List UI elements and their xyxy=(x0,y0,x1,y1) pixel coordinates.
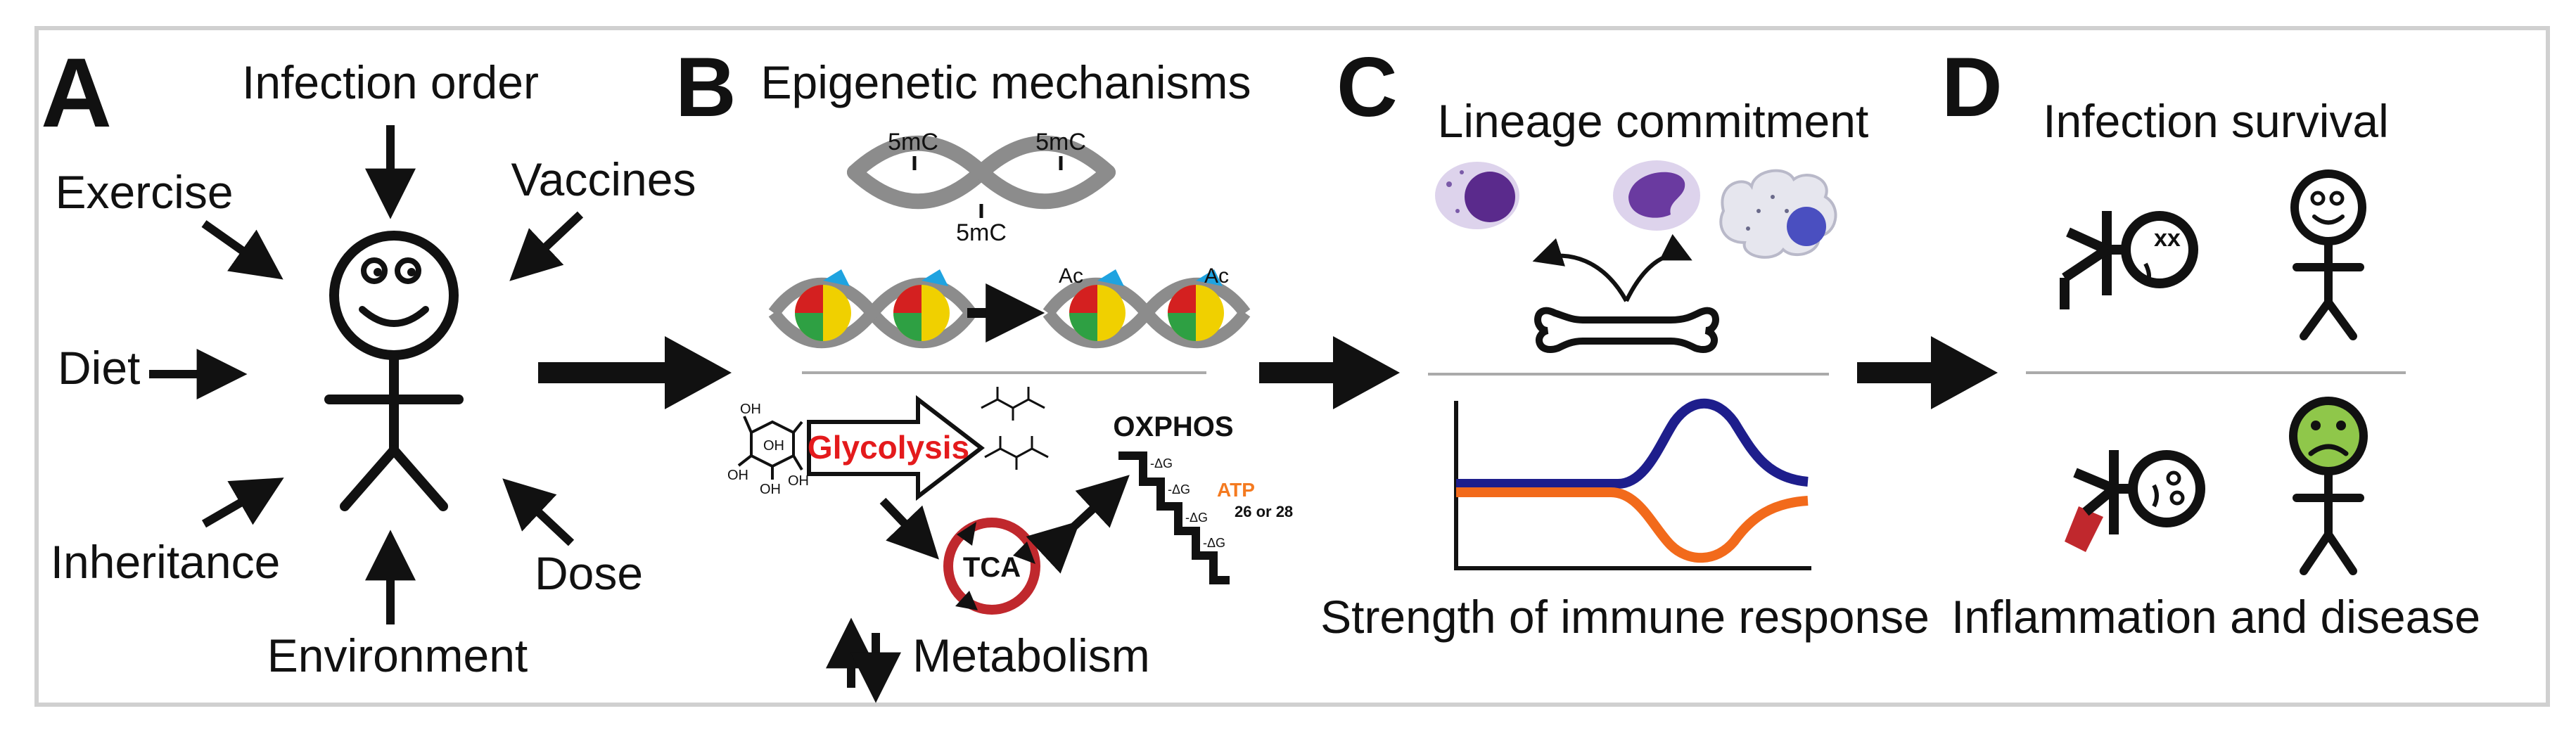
panel-d: D Infection survival xx xyxy=(1941,40,2480,643)
nucleosomes-before xyxy=(768,269,976,349)
methyl-label-1: 5mC xyxy=(888,129,938,155)
panel-b-title: Epigenetic mechanisms xyxy=(761,56,1251,108)
wounded-figure xyxy=(2065,450,2205,552)
person-figure xyxy=(324,231,464,511)
person-eye-right xyxy=(395,257,421,284)
metabolism-label: Metabolism xyxy=(912,629,1149,681)
pyruvate-molecule xyxy=(981,387,1049,470)
label-diet: Diet xyxy=(58,342,140,394)
delta-g-1: -ΔG xyxy=(1150,456,1173,470)
label-dose: Dose xyxy=(535,547,643,599)
person-smile xyxy=(359,306,429,327)
label-exercise: Exercise xyxy=(55,166,233,218)
panel-c-letter: C xyxy=(1337,40,1398,134)
glucose-oh-4: OH xyxy=(788,473,809,489)
panel-a: A Infection order Vaccines Exercise Diet… xyxy=(41,37,732,681)
label-inheritance: Inheritance xyxy=(51,536,281,588)
glycolysis-label: Glycolysis xyxy=(808,429,969,466)
panel-c-caption: Strength of immune response xyxy=(1320,591,1930,643)
glucose-oh-3: OH xyxy=(760,482,781,497)
panel-a-letter: A xyxy=(41,37,112,148)
acetyl-label-2: Ac xyxy=(1204,264,1229,288)
label-environment: Environment xyxy=(267,629,528,681)
big-arrow-b-to-c xyxy=(1259,336,1400,409)
cell-monocyte xyxy=(1613,160,1700,231)
dna-helix xyxy=(847,135,1116,210)
curve-blue xyxy=(1456,398,1809,489)
panel-d-top-label: Infection survival xyxy=(2043,95,2389,147)
panel-b: B Epigenetic mechanisms 5mC 5mC 5mC xyxy=(675,40,1400,703)
glucose-oh-1: OH xyxy=(740,402,761,417)
big-arrow-c-to-d xyxy=(1857,336,1998,409)
oxphos-label: OXPHOS xyxy=(1113,411,1233,442)
label-vaccines: Vaccines xyxy=(511,153,696,205)
glucose-molecule xyxy=(737,416,803,480)
person-eye-left xyxy=(361,257,388,284)
sick-figure xyxy=(2289,397,2368,575)
healthy-figure xyxy=(2290,169,2366,340)
acetyl-label-1: Ac xyxy=(1059,264,1083,288)
person-head xyxy=(329,231,459,360)
arrow-dose xyxy=(502,478,575,546)
cell-lymphocyte xyxy=(1435,162,1519,229)
bone-marrow-icon xyxy=(1534,307,1719,353)
arrow-to-tca xyxy=(879,497,939,560)
panel-d-letter: D xyxy=(1941,40,2003,134)
differentiation-arrow-right xyxy=(1624,233,1692,302)
arrow-inheritance xyxy=(201,478,284,528)
arrow-exercise xyxy=(201,220,283,280)
panel-d-bottom-label: Inflammation and disease xyxy=(1951,591,2480,643)
atp-label: ATP xyxy=(1217,479,1255,501)
defeated-figure: xx xyxy=(2060,211,2198,309)
svg-text:xx: xx xyxy=(2154,225,2181,252)
figure-frame xyxy=(34,26,2550,707)
panel-c-title: Lineage commitment xyxy=(1438,95,1869,147)
atp-yield-label: 26 or 28 xyxy=(1235,503,1293,520)
panel-b-letter: B xyxy=(675,40,737,134)
nucleosomes-after xyxy=(1042,269,1251,349)
glucose-oh-5: OH xyxy=(763,438,784,454)
delta-g-3: -ΔG xyxy=(1185,511,1208,525)
glycolysis-arrow xyxy=(807,395,985,501)
oxphos-staircase xyxy=(1118,451,1230,584)
methyl-label-2: 5mC xyxy=(1035,129,1086,155)
panel-c: C Lineage commitment xyxy=(1320,40,1998,643)
differentiation-arrow-left xyxy=(1532,238,1628,302)
big-arrow-a-to-b xyxy=(538,336,732,409)
tca-label: TCA xyxy=(963,552,1021,583)
delta-g-4: -ΔG xyxy=(1203,536,1225,550)
cell-macrophage xyxy=(1719,169,1837,259)
label-infection-order: Infection order xyxy=(242,56,539,108)
arrow-vaccines xyxy=(509,211,584,281)
delta-g-2: -ΔG xyxy=(1168,482,1190,496)
glucose-oh-2: OH xyxy=(727,468,748,483)
arrow-tca-oxphos xyxy=(1026,475,1130,574)
methyl-label-3: 5mC xyxy=(956,219,1007,246)
curve-orange xyxy=(1456,487,1809,563)
